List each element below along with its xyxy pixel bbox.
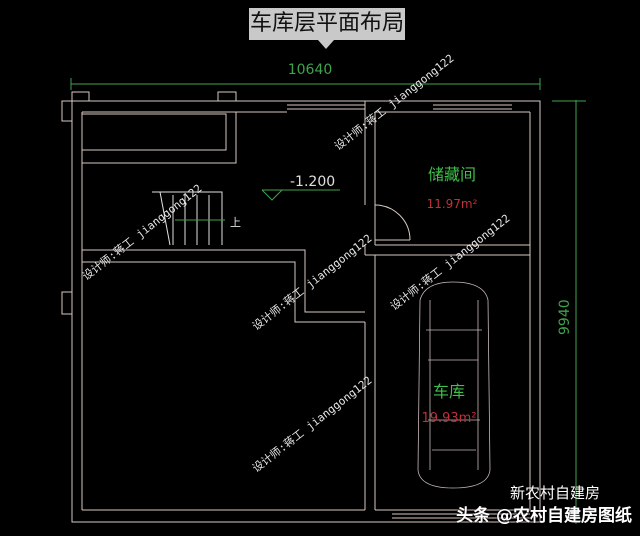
stair-up-label: 上 xyxy=(230,216,241,229)
room-area-storage: 11.97m² xyxy=(427,197,478,211)
walls xyxy=(61,91,541,523)
footer-overlay-watermark: 新农村自建房 xyxy=(509,484,600,502)
dimension-lines xyxy=(70,78,586,524)
room-area-garage: 19.93m² xyxy=(421,411,476,426)
room-name-storage: 储藏间 xyxy=(428,165,476,184)
title-pointer xyxy=(318,40,334,49)
level-label: -1.200 xyxy=(290,174,335,190)
width-dimension: 10640 xyxy=(288,62,333,78)
footer-watermark: 头条 @农村自建房图纸 xyxy=(456,506,632,526)
page-title: 车库层平面布局 xyxy=(249,8,405,40)
car-icon xyxy=(417,281,491,489)
stairs xyxy=(152,191,225,246)
room-name-garage: 车库 xyxy=(433,382,465,401)
height-dimension: 9940 xyxy=(557,299,573,335)
level-marker xyxy=(261,189,340,201)
